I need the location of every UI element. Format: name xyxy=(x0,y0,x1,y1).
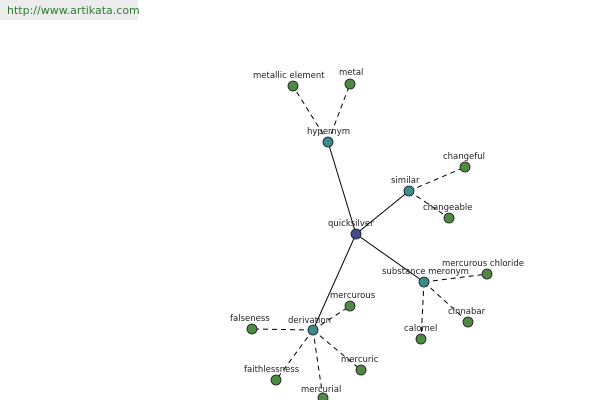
labels-layer: quicksilver hypernym similar substance mero… xyxy=(230,68,524,395)
node-mercurous[interactable] xyxy=(344,300,356,312)
edge-substance-meronym-cinnabar xyxy=(423,281,469,323)
node-metallic-element[interactable] xyxy=(287,80,299,92)
edge-quicksilver-hypernym xyxy=(327,141,357,235)
edge-quicksilver-substance-meronym xyxy=(355,233,425,283)
node-label-falseness[interactable]: falseness xyxy=(230,314,270,324)
node-mercurial[interactable] xyxy=(317,392,329,400)
node-substance-meronym[interactable] xyxy=(418,276,430,288)
edge-substance-meronym-calomel xyxy=(420,281,425,340)
node-label-metal[interactable]: metal xyxy=(339,68,363,78)
node-falseness[interactable] xyxy=(246,323,258,335)
node-label-similar[interactable]: similar xyxy=(391,176,420,186)
node-label-changeful[interactable]: changeful xyxy=(443,152,485,162)
edge-hypernym-metallic-element xyxy=(292,85,329,143)
edge-derivation-falseness xyxy=(251,328,314,331)
edge-substance-meronym-mercurous-chloride xyxy=(423,273,488,283)
node-changeable[interactable] xyxy=(443,212,455,224)
node-label-metallic-element[interactable]: metallic element xyxy=(253,71,325,81)
node-metal[interactable] xyxy=(344,78,356,90)
edge-derivation-mercurial xyxy=(312,329,324,399)
node-calomel[interactable] xyxy=(415,333,427,345)
edge-similar-changeable xyxy=(408,190,450,219)
edge-derivation-faithlessness xyxy=(275,329,314,381)
node-label-changeable[interactable]: changeable xyxy=(423,203,472,213)
node-label-hypernym[interactable]: hypernym xyxy=(307,127,350,137)
node-mercurous-chloride[interactable] xyxy=(481,268,493,280)
node-quicksilver[interactable] xyxy=(350,228,362,240)
site-url-link[interactable]: http://www.artikata.com xyxy=(7,4,140,17)
node-label-mercurial[interactable]: mercurial xyxy=(301,385,341,395)
edges-layer xyxy=(251,83,488,399)
node-hypernym[interactable] xyxy=(322,136,334,148)
edge-derivation-mercuric xyxy=(312,329,362,371)
url-bar: http://www.artikata.com xyxy=(0,0,140,20)
edge-quicksilver-derivation xyxy=(312,233,357,331)
node-label-quicksilver[interactable]: quicksilver xyxy=(328,219,374,229)
nodes-layer xyxy=(246,78,493,400)
node-label-mercurous[interactable]: mercurous xyxy=(330,291,376,301)
edge-hypernym-metal xyxy=(327,83,351,143)
node-changeful[interactable] xyxy=(459,161,471,173)
node-label-calomel[interactable]: calomel xyxy=(404,324,437,334)
node-label-mercurous-chloride[interactable]: mercurous chloride xyxy=(442,259,524,269)
node-label-substance-meronym[interactable]: substance meronym xyxy=(382,267,469,277)
node-mercuric[interactable] xyxy=(355,364,367,376)
edge-quicksilver-similar xyxy=(355,190,410,235)
edge-similar-changeful xyxy=(408,166,466,192)
node-label-mercuric[interactable]: mercuric xyxy=(341,355,379,365)
node-cinnabar[interactable] xyxy=(462,316,474,328)
node-derivation[interactable] xyxy=(307,324,319,336)
node-label-faithlessness[interactable]: faithlessness xyxy=(244,365,300,375)
node-label-cinnabar[interactable]: cinnabar xyxy=(448,307,486,317)
node-faithlessness[interactable] xyxy=(270,374,282,386)
node-similar[interactable] xyxy=(403,185,415,197)
node-label-derivation[interactable]: derivation xyxy=(288,316,331,326)
edge-derivation-mercurous xyxy=(312,305,351,331)
